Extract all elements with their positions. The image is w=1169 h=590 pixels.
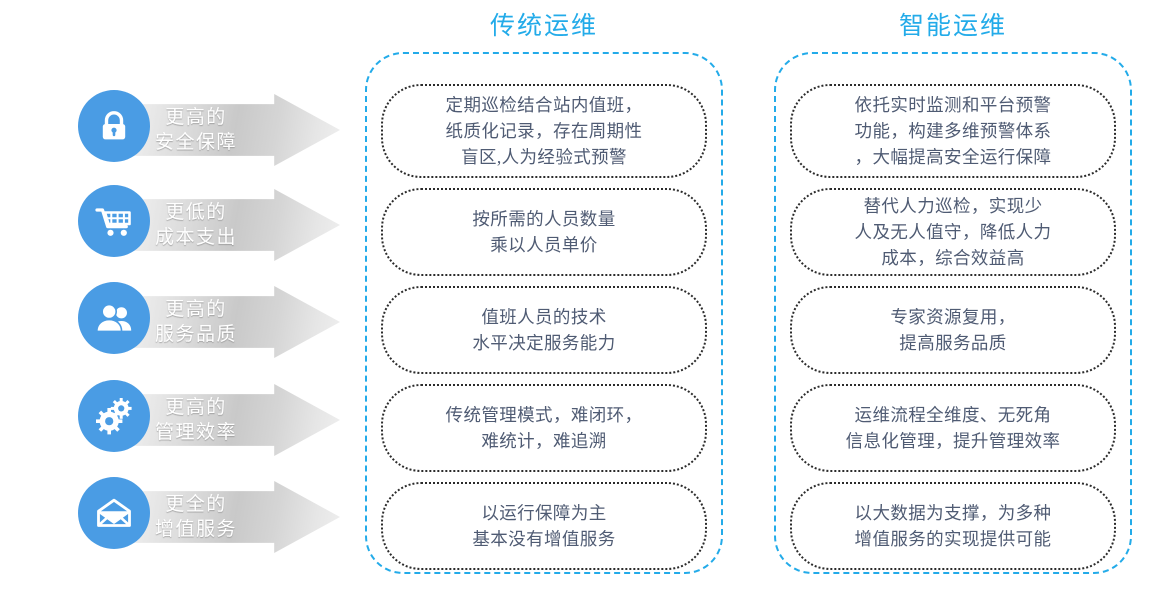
- card[interactable]: 值班人员的技术 水平决定服务能力: [381, 286, 707, 374]
- card[interactable]: 以大数据为支撑，为多种 增值服务的实现提供可能: [790, 482, 1116, 570]
- envelope-icon: [78, 477, 150, 549]
- benefit-label: 更高的 服务品质: [154, 299, 237, 345]
- benefit-label: 更高的 安全保障: [154, 107, 237, 153]
- lock-icon: [78, 90, 150, 162]
- cart-icon: [78, 185, 150, 257]
- card[interactable]: 运维流程全维度、无死角 信息化管理，提升管理效率: [790, 384, 1116, 472]
- benefit-label: 更全的 增值服务: [154, 494, 237, 540]
- column-title-intelligent: 智能运维: [898, 13, 1007, 40]
- card[interactable]: 定期巡检结合站内值班， 纸质化记录，存在周期性 盲区,人为经验式预警: [381, 84, 707, 178]
- people-icon: [78, 282, 150, 354]
- card[interactable]: 以运行保障为主 基本没有增值服务: [381, 482, 707, 570]
- card[interactable]: 传统管理模式，难闭环， 难统计，难追溯: [381, 384, 707, 472]
- card-text: 以运行保障为主 基本没有增值服务: [472, 503, 616, 549]
- column-frame-traditional: 定期巡检结合站内值班， 纸质化记录，存在周期性 盲区,人为经验式预警 按所需的人…: [365, 52, 723, 574]
- card[interactable]: 依托实时监测和平台预警 功能，构建多维预警体系 ，大幅提高安全运行保障: [790, 84, 1116, 178]
- benefit-row-management[interactable]: 更高的 管理效率: [78, 380, 340, 460]
- card[interactable]: 按所需的人员数量 乘以人员单价: [381, 188, 707, 276]
- benefit-row-security[interactable]: 更高的 安全保障: [78, 90, 340, 170]
- card-text: 传统管理模式，难闭环， 难统计，难追溯: [445, 405, 643, 451]
- column-frame-intelligent: 依托实时监测和平台预警 功能，构建多维预警体系 ，大幅提高安全运行保障 替代人力…: [774, 52, 1132, 574]
- benefit-row-cost[interactable]: 更低的 成本支出: [78, 185, 340, 265]
- card-text: 值班人员的技术 水平决定服务能力: [472, 307, 616, 353]
- benefit-row-service[interactable]: 更高的 服务品质: [78, 282, 340, 362]
- card-text: 以大数据为支撑，为多种 增值服务的实现提供可能: [854, 503, 1052, 549]
- benefit-label: 更高的 管理效率: [154, 397, 237, 443]
- card-text: 依托实时监测和平台预警 功能，构建多维预警体系 ，大幅提高安全运行保障: [854, 95, 1052, 167]
- card-text: 专家资源复用， 提高服务品质: [890, 307, 1016, 353]
- gears-icon: [78, 380, 150, 452]
- card-text: 替代人力巡检，实现少 人及无人值守，降低人力 成本，综合效益高: [854, 196, 1052, 268]
- card[interactable]: 替代人力巡检，实现少 人及无人值守，降低人力 成本，综合效益高: [790, 188, 1116, 276]
- card[interactable]: 专家资源复用， 提高服务品质: [790, 286, 1116, 374]
- benefit-label: 更低的 成本支出: [154, 202, 237, 248]
- card-text: 定期巡检结合站内值班， 纸质化记录，存在周期性 盲区,人为经验式预警: [445, 95, 643, 167]
- card-text: 按所需的人员数量 乘以人员单价: [472, 209, 616, 255]
- benefit-row-value-added[interactable]: 更全的 增值服务: [78, 477, 340, 557]
- column-title-traditional: 传统运维: [489, 13, 598, 40]
- card-text: 运维流程全维度、无死角 信息化管理，提升管理效率: [845, 405, 1061, 451]
